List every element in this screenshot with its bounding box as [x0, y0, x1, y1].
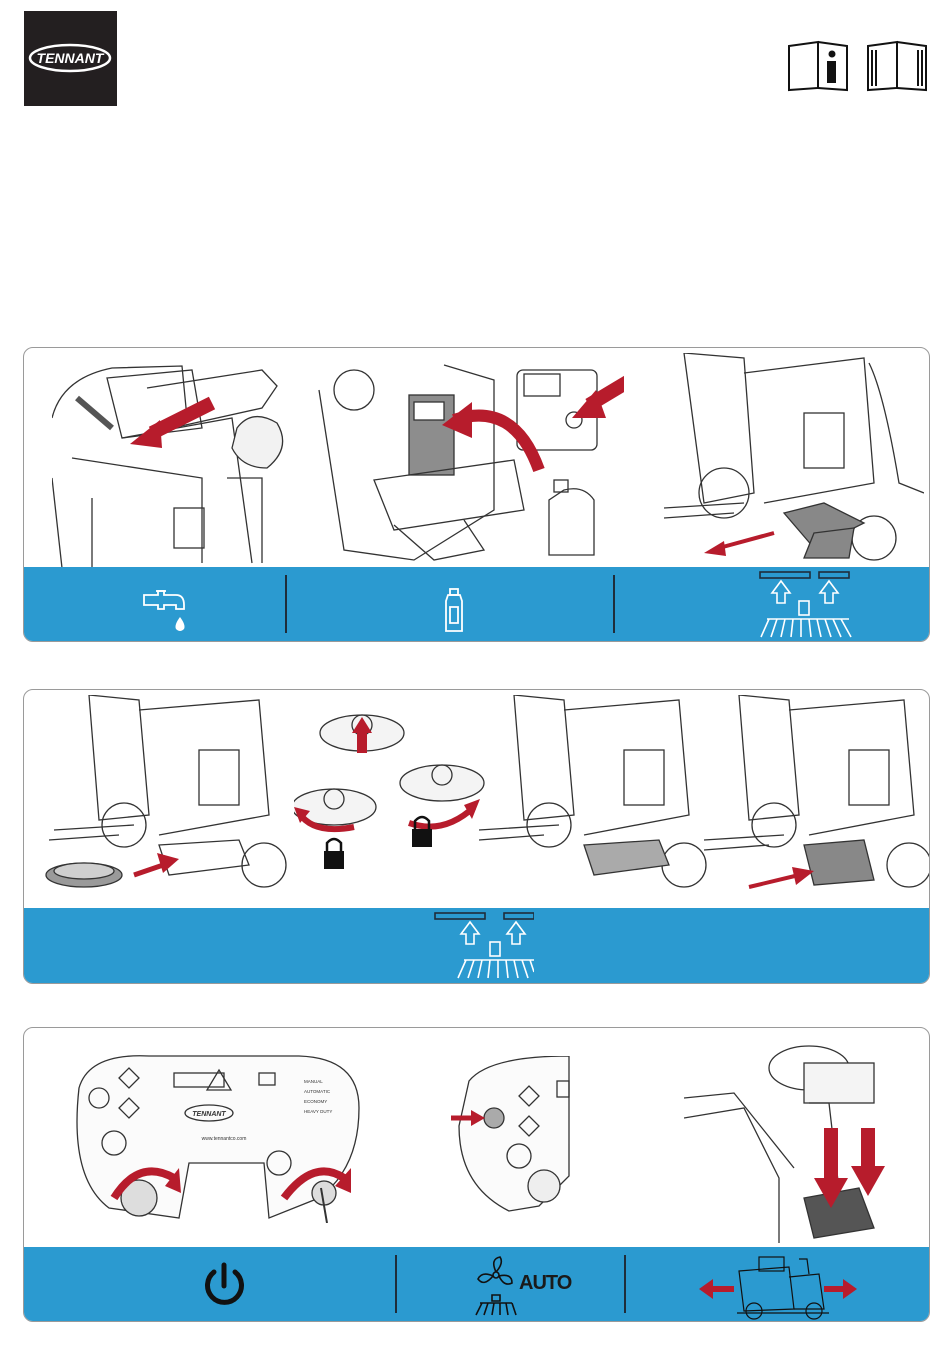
tennant-logo: TENNANT [24, 11, 117, 106]
water-faucet-icon [142, 587, 192, 635]
mode-label-manual: MANUAL [304, 1079, 323, 1084]
pull-squeegee-out [664, 353, 924, 563]
panel-start-machine: TENNANT www.tennantco.com MANUAL AUTOMAT… [23, 1027, 930, 1322]
brand-name: TENNANT [37, 50, 105, 66]
detergent-bottle-icon [442, 587, 466, 633]
info-manual-icon [789, 42, 847, 90]
panel-fill-band [24, 567, 929, 641]
padlock-icon [324, 839, 344, 869]
padlock-icon [412, 817, 432, 847]
pedal-press-illustration [684, 1038, 894, 1248]
control-panel-url: www.tennantco.com [202, 1136, 247, 1142]
separator [624, 1255, 626, 1313]
separator [395, 1255, 397, 1313]
push-deck-under [704, 695, 929, 890]
control-panel-auto-button [449, 1056, 574, 1216]
pad-driver-lock-rotate [294, 695, 499, 890]
add-detergent-to-tank [314, 360, 624, 565]
open-book-icon [868, 42, 926, 90]
tennant-logo-mark: TENNANT [28, 43, 113, 73]
mode-label-heavy-duty: HEAVY DUTY [304, 1109, 332, 1114]
fan-brush-icon [474, 1255, 519, 1317]
panel-install-pad [23, 689, 930, 984]
manual-icons [786, 40, 930, 92]
pad-driver-slide-in [39, 695, 289, 890]
control-panel-keyswitch: TENNANT www.tennantco.com MANUAL AUTOMAT… [69, 1048, 364, 1223]
control-panel-brand: TENNANT [192, 1111, 226, 1118]
move-forward-backward-icon [699, 1249, 859, 1321]
panel-fill-tanks [23, 347, 930, 642]
squeegee-lift-icon [434, 912, 534, 980]
separator [285, 575, 287, 633]
mode-label-automatic: AUTOMATIC [304, 1089, 331, 1094]
open-seat-water-fill [52, 358, 297, 568]
panel-start-band: AUTO [24, 1247, 929, 1321]
mode-label-economy: ECONOMY [304, 1099, 327, 1104]
panel-install-band [24, 908, 929, 983]
separator [613, 575, 615, 633]
power-icon [202, 1262, 247, 1310]
squeegee-lift-icon [759, 571, 859, 639]
machine-with-pad [479, 695, 709, 890]
auto-label: AUTO [519, 1272, 571, 1295]
